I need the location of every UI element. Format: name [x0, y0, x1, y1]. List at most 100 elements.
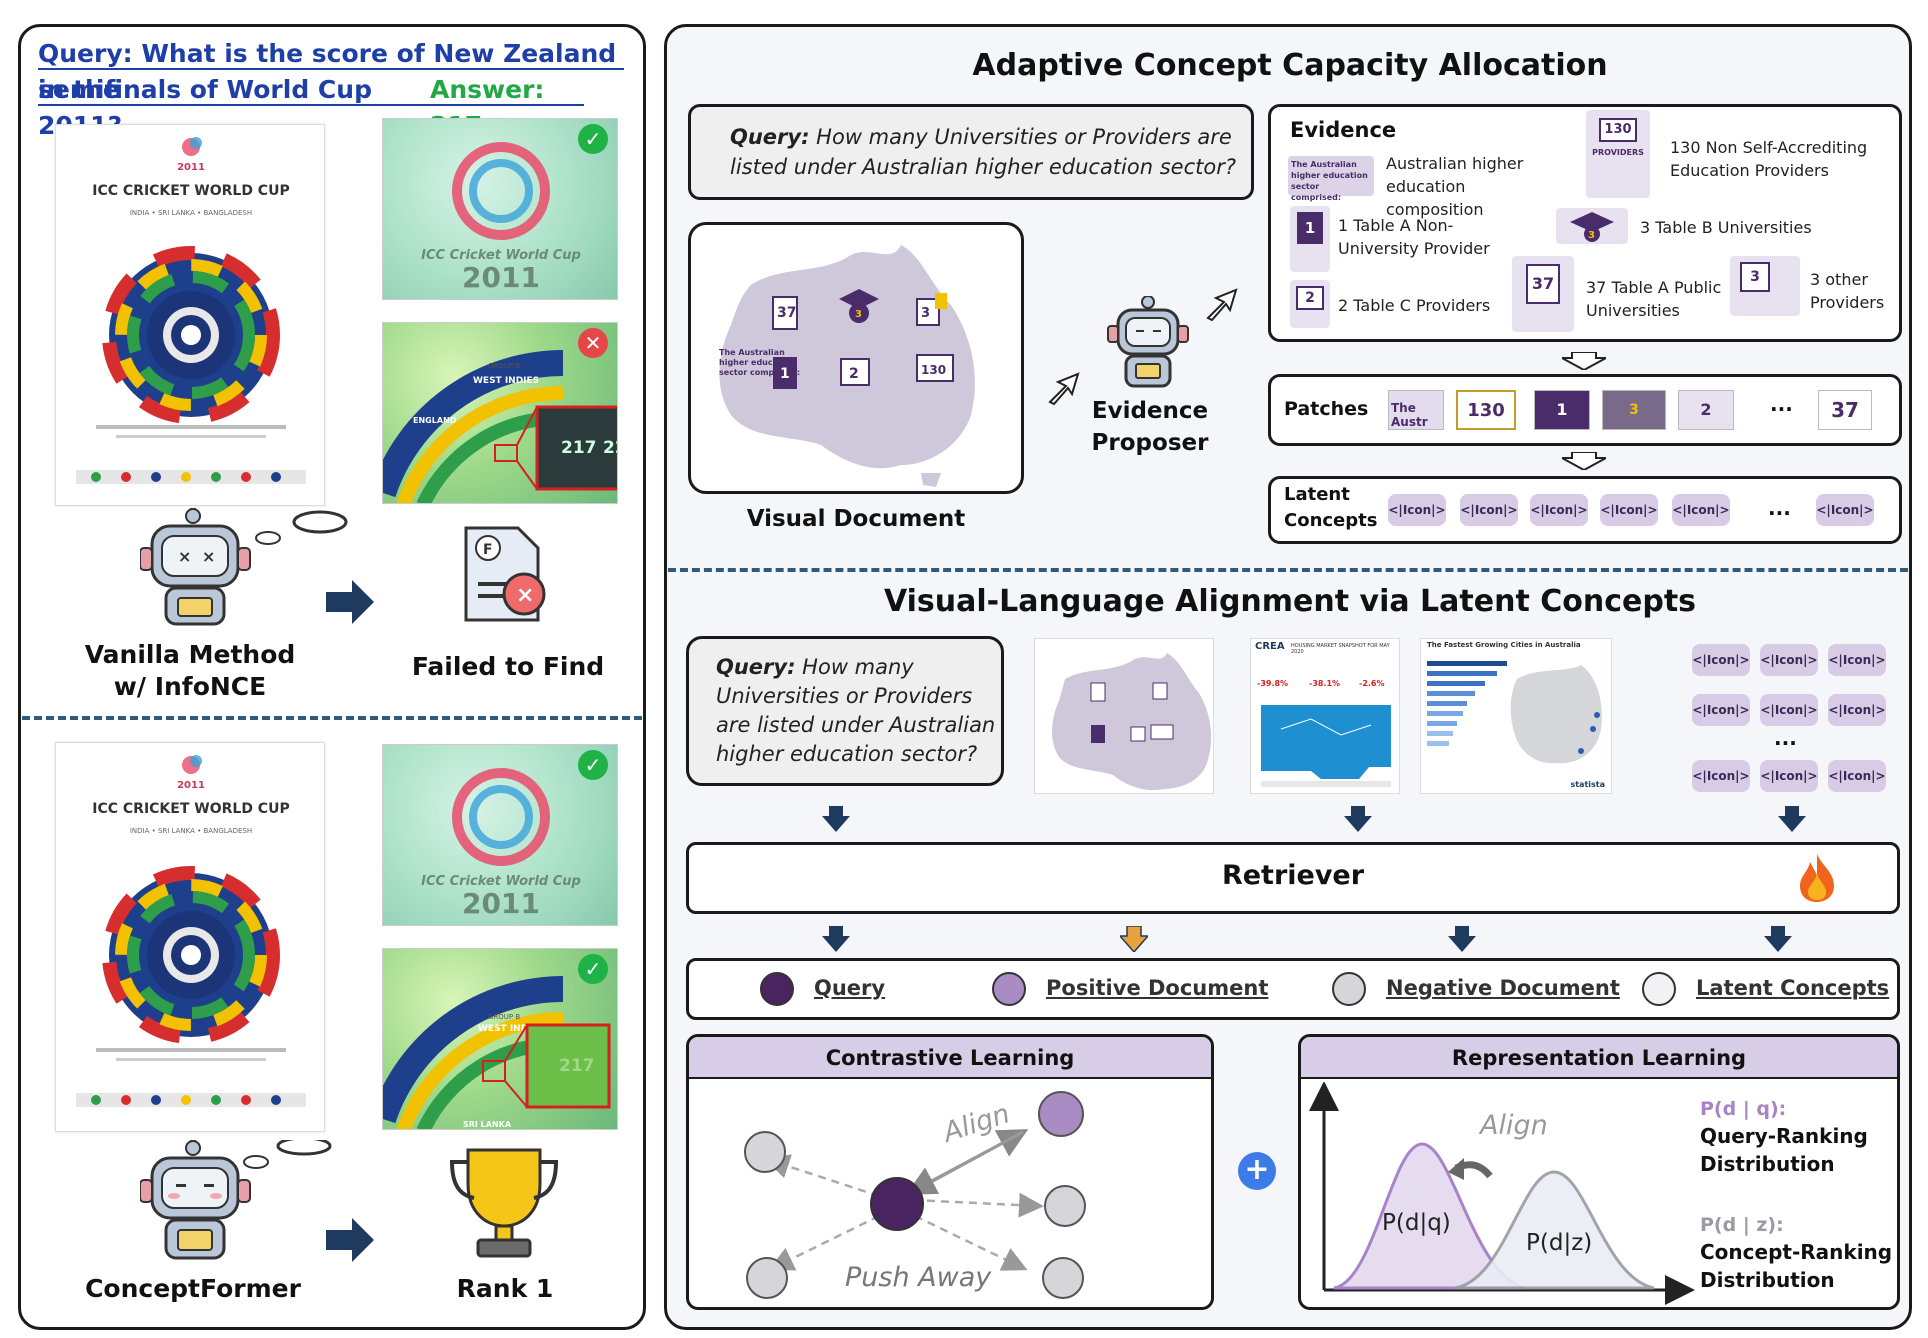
- poster-year: 2011: [177, 162, 205, 173]
- map-n3a: 3: [855, 309, 862, 320]
- trophy-icon: [449, 1148, 559, 1258]
- query-label: Query:: [730, 125, 810, 149]
- pdz-legend: P(d | z):: [1700, 1214, 1784, 1236]
- contrastive-diagram: Align Push Away: [744, 1091, 1086, 1299]
- failed-label: Failed to Find: [411, 652, 605, 681]
- robot-happy-icon: [140, 1140, 332, 1260]
- evidence-table-a-public: 37 Table A Public Universities: [1586, 278, 1722, 320]
- arrow-up-right-icon-2: [1206, 288, 1238, 322]
- pdz-curve-label: P(d|z): [1526, 1230, 1592, 1256]
- doc-statista-brand: statista: [1570, 780, 1605, 789]
- patches-ellipsis: ...: [1770, 392, 1793, 416]
- evidence-table-a-non-uni: 1 Table A Non-University Provider: [1338, 216, 1490, 258]
- concept-chip: <|Icon|>: [1692, 644, 1750, 676]
- arrow-up-right-icon: [1048, 372, 1080, 406]
- title-adaptive: Adaptive Concept Capacity Allocation: [972, 48, 1608, 83]
- latent-label-1: Latent: [1284, 484, 1350, 505]
- patch-2: 130: [1456, 390, 1516, 430]
- pdq-desc-1: Query-Ranking: [1700, 1124, 1868, 1148]
- rank-label: Rank 1: [456, 1274, 554, 1303]
- visual-document-box: The Australian higher education sector c…: [688, 222, 1024, 494]
- patch-5: 2: [1678, 390, 1734, 430]
- legend-latent-label: Latent Concepts: [1696, 976, 1890, 1000]
- plus-icon: +: [1238, 1152, 1276, 1190]
- query-top-text-1: How many Universities or Providers are: [809, 125, 1232, 149]
- check-icon: ✓: [578, 124, 608, 154]
- svg-text:×: ×: [202, 547, 215, 566]
- concept-chip: <|Icon|>: [1460, 494, 1518, 526]
- distribution-plot: Align P(d|q) P(d|z): [1309, 1082, 1695, 1305]
- query-box-top: [688, 104, 1254, 200]
- arrow-down-icon-4: [1344, 806, 1372, 832]
- arrow-down-icon-8: [1764, 926, 1792, 952]
- legend-negative-dot: [1332, 972, 1366, 1006]
- svg-text:×: ×: [516, 583, 534, 608]
- svg-text:sector comprised:: sector comprised:: [719, 368, 800, 377]
- evidence-1-icon: 1: [1290, 206, 1330, 272]
- evidence-n2: 2: [1296, 286, 1324, 310]
- thumb-logo-year: 2011: [462, 261, 540, 294]
- evidence-title: Evidence: [1290, 118, 1397, 142]
- arrow-down-icon-5: [1778, 806, 1806, 832]
- zoom-thumbnail-bottom: WEST INDIES GROUP B SRI LANKA 217: [382, 948, 618, 1130]
- evidence-australian-higher: Australian higher education composition: [1386, 154, 1524, 219]
- fire-icon: [1800, 854, 1834, 902]
- zoom-group-b: GROUP B: [488, 1013, 520, 1021]
- zoom-score-b: 217: [559, 1056, 595, 1076]
- zoom-thumbnail-top: WEST INDIES GROUP B ENGLAND 217 22: [382, 322, 618, 504]
- failed-doc-letter: F: [483, 542, 493, 558]
- poster-subtitle: INDIA • SRI LANKA • BANGLADESH: [130, 209, 252, 217]
- proposer-label-1: Evidence: [1091, 398, 1209, 424]
- map-n3b: 3: [921, 306, 930, 321]
- retriever-label: Retriever: [1221, 860, 1365, 891]
- thumb-logo-text-b: ICC Cricket World Cup: [421, 874, 581, 889]
- doc-crea-v3: -2.6%: [1359, 679, 1385, 688]
- svg-text:higher education: higher education: [719, 358, 796, 367]
- evidence-n3b: 3: [1740, 262, 1770, 292]
- doc-crea-title: HOUSING MARKET SNAPSHOT FOR MAY 2020: [1291, 643, 1390, 655]
- zoom-west-indies-b: WEST INDIES: [478, 1024, 544, 1034]
- evidence-mini-text: The Australian higher education sector c…: [1291, 160, 1368, 202]
- zoom-score-partial: 22: [603, 438, 618, 458]
- cricket-poster-graphic: 2011 ICC CRICKET WORLD CUP INDIA • SRI L…: [76, 137, 306, 484]
- zoom-srilanka: SRI LANKA: [463, 1120, 512, 1129]
- evidence-n1: 1: [1297, 212, 1323, 244]
- visual-document-label: Visual Document: [746, 506, 966, 532]
- legend-latent-dot: [1642, 972, 1676, 1006]
- patch-3: 1: [1534, 390, 1590, 430]
- query-bottom-line4: higher education sector?: [716, 742, 978, 766]
- arrow-right-icon-2: [326, 1218, 374, 1262]
- proposer-label-2: Proposer: [1091, 430, 1209, 456]
- query-bottom-text-1: How many: [795, 655, 914, 679]
- query-box-bottom: [686, 636, 1004, 786]
- evidence-non-self: 130 Non Self-Accrediting Education Provi…: [1670, 138, 1868, 180]
- doc-crea-v2: -38.1%: [1309, 679, 1341, 688]
- arrow-down-orange-icon: [1120, 926, 1148, 952]
- concept-chip: <|Icon|>: [1530, 494, 1588, 526]
- zoom-england: ENGLAND: [413, 416, 457, 425]
- left-divider: [22, 716, 642, 720]
- evidence-text-thumb: The Australian higher education sector c…: [1288, 156, 1374, 202]
- arrow-right-icon: [326, 580, 374, 624]
- latent-ellipsis: ...: [1768, 496, 1791, 520]
- evidence-table-c: 2 Table C Providers: [1338, 296, 1491, 315]
- pdq-legend: P(d | q):: [1700, 1098, 1787, 1120]
- query-top-line2: listed under Australian higher education…: [730, 155, 1236, 179]
- map-n1: 1: [780, 366, 790, 382]
- check-icon-3: ✓: [578, 954, 608, 984]
- query-underline-1: [38, 68, 624, 70]
- query-bottom-line2: Universities or Providers: [716, 684, 973, 708]
- logo-thumbnail-bottom: ICC Cricket World Cup 2011: [382, 744, 618, 926]
- title-alignment: Visual-Language Alignment via Latent Con…: [883, 584, 1697, 619]
- close-icon: ✕: [578, 328, 608, 358]
- svg-text:×: ×: [178, 547, 191, 566]
- zoom-group: GROUP B: [488, 362, 520, 370]
- evidence-table-b: 3 Table B Universities: [1640, 218, 1812, 237]
- failed-document-icon: F ×: [464, 526, 546, 622]
- thumb-logo-year-b: 2011: [462, 887, 540, 920]
- zoom-west-indies: WEST INDIES: [473, 376, 539, 386]
- doc-crea: CREA HOUSING MARKET SNAPSHOT FOR MAY 202…: [1250, 638, 1400, 794]
- arrow-down-icon-2: [1562, 452, 1606, 470]
- patch-1: The Austr: [1388, 390, 1444, 430]
- chips-ellipsis: ...: [1774, 726, 1797, 750]
